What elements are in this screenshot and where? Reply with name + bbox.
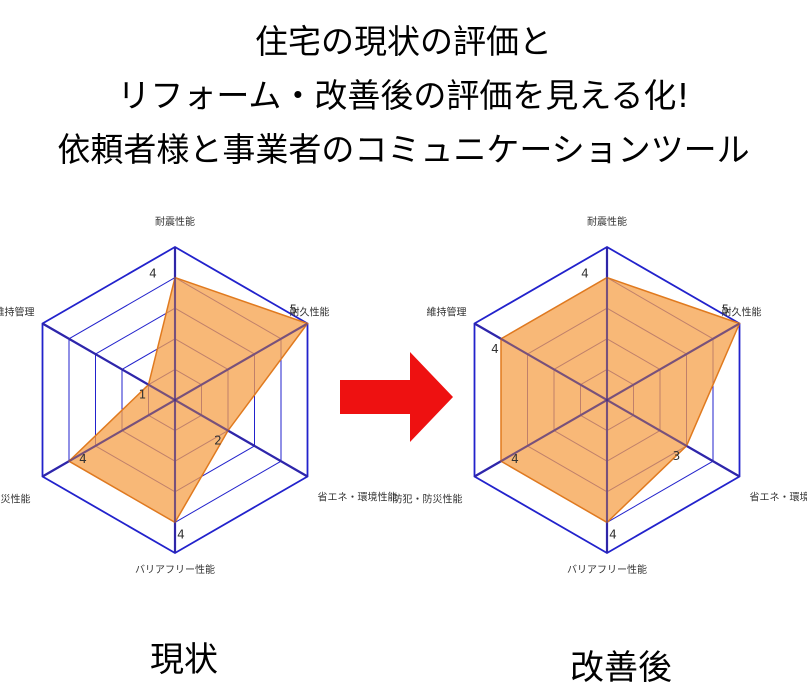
- radar-spoke-overlay: [606, 322, 741, 401]
- radar-axis-label: 耐久性能: [290, 306, 330, 319]
- radar-data-label: 4: [491, 342, 499, 356]
- radar-axis-label: 耐震性能: [155, 215, 195, 228]
- radar-data-label: 4: [177, 527, 185, 541]
- radar-data-label: 4: [511, 452, 519, 466]
- radar-data-label: 4: [609, 527, 617, 541]
- radar-axis-label: 耐震性能: [587, 215, 627, 228]
- radar-data-label: 4: [149, 267, 157, 281]
- radar-spoke-overlay: [473, 399, 608, 478]
- radar-axis-label: 省エネ・環境性能: [318, 491, 398, 504]
- radar-axis-label: バリアフリー性能: [135, 563, 215, 576]
- radar-data-label: 5: [290, 303, 298, 317]
- radar-spoke-overlay: [41, 322, 176, 401]
- radar-axis-label: バリアフリー性能: [567, 563, 647, 576]
- caption-after: 改善後: [570, 648, 672, 688]
- radar-spoke-overlay: [473, 322, 608, 401]
- radar-spoke-overlay: [41, 399, 176, 478]
- radar-data-area: [500, 276, 741, 524]
- radar-data-label: 1: [139, 388, 147, 402]
- radar-axis-label: 防犯・防災性能: [392, 493, 462, 506]
- radar-axis-label: 省エネ・環境性能: [750, 491, 807, 504]
- headline-line-2: リフォーム・改善後の評価を見える化!: [117, 76, 690, 115]
- radar-data-label: 4: [79, 452, 87, 466]
- arrow-icon: [340, 352, 453, 442]
- radar-spoke-overlay: [606, 399, 741, 478]
- headline-line-1: 住宅の現状の評価と: [255, 22, 552, 61]
- radar-axis-label: 防犯・防災性能: [0, 493, 30, 506]
- radar-data-label: 5: [722, 303, 730, 317]
- headline-line-3: 依頼者様と事業者のコミュニケーションツール: [57, 130, 750, 169]
- radar-axis-label: 維持管理: [426, 306, 466, 319]
- radar-spoke-overlay: [174, 399, 309, 478]
- radar-data-label: 2: [214, 434, 222, 448]
- radar-axis-label: 維持管理: [0, 306, 34, 319]
- radar-data-label: 4: [581, 267, 589, 281]
- radar-axis-label: 耐久性能: [722, 306, 762, 319]
- radar-spoke-overlay: [174, 322, 309, 401]
- radar-data-label: 3: [673, 449, 681, 463]
- radar-data-area: [67, 276, 309, 524]
- caption-before: 現状: [150, 640, 218, 680]
